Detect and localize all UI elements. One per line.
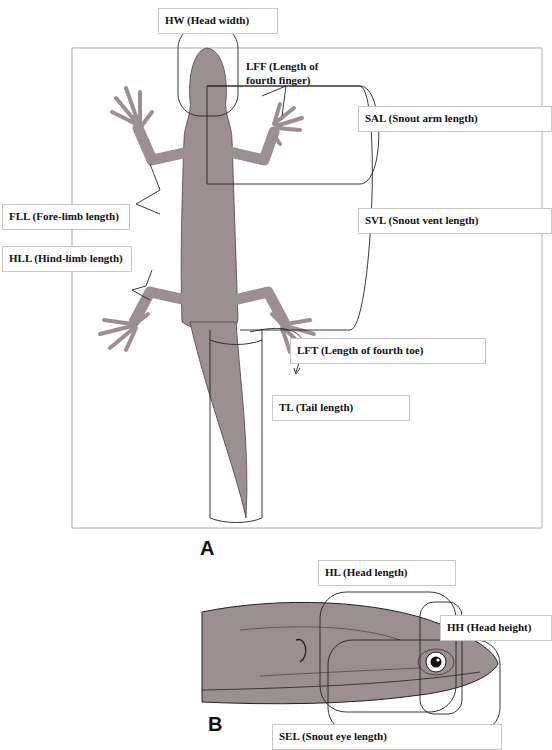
measure-box: HLL (Hind-limb length) (2, 246, 132, 272)
measure-label: SVL (Snout vent length) (365, 214, 545, 228)
measure-label: SAL (Snout arm length) (365, 112, 545, 126)
measure-box: HH (Head height) (440, 615, 552, 641)
measure-box: SEL (Snout eye length) (272, 724, 502, 750)
measure-label: HLL (Hind-limb length) (9, 252, 125, 266)
measure-box: SAL (Snout arm length) (358, 106, 552, 132)
measure-box: TL (Tail length) (272, 395, 410, 421)
panel-letter: A (200, 536, 240, 561)
measure-label: HW (Head width) (165, 14, 271, 28)
measure-label: TL (Tail length) (279, 401, 403, 415)
measure-label: HL (Head length) (325, 566, 449, 580)
panel-letter: B (208, 712, 248, 737)
measure-box: FLL (Fore-limb length) (2, 204, 130, 230)
head-profile (202, 592, 500, 732)
measure-box: SVL (Snout vent length) (358, 208, 552, 234)
measure-label: LFT (Length of fourth toe) (297, 344, 479, 358)
measure-label: LFF (Length of fourth finger) (246, 60, 346, 88)
measure-label: SEL (Snout eye length) (279, 730, 495, 744)
measure-label: HH (Head height) (447, 621, 545, 635)
measure-label: FLL (Fore-limb length) (9, 210, 123, 224)
measure-box: HL (Head length) (318, 560, 456, 586)
measure-box: HW (Head width) (158, 8, 278, 34)
measure-box: LFT (Length of fourth toe) (290, 338, 486, 364)
hw-bracket (178, 26, 238, 116)
